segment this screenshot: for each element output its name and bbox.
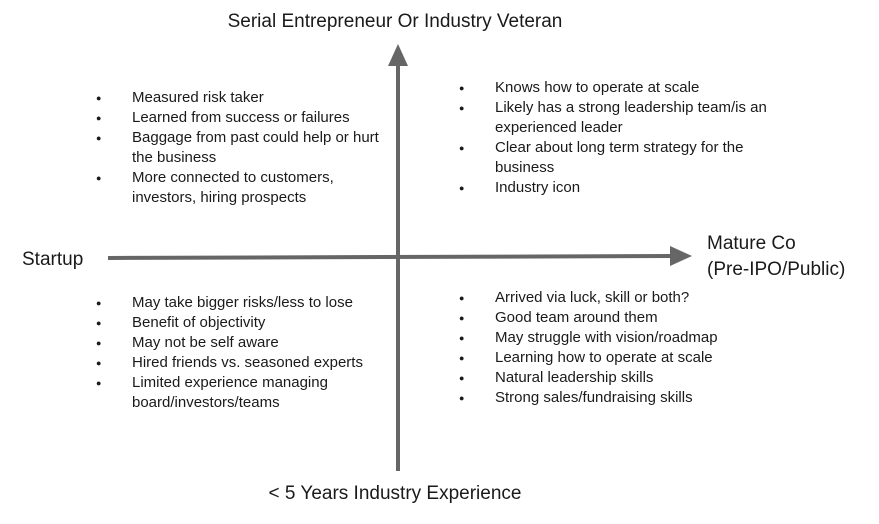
list-item: Baggage from past could help or hurt the… (96, 128, 386, 168)
list-item: May not be self aware (96, 333, 396, 353)
left-axis-label: Startup (22, 249, 84, 270)
list-item: Learning how to operate at scale (459, 348, 779, 368)
right-axis-label-line1: Mature Co (707, 233, 796, 254)
top-right-quadrant-list: Knows how to operate at scale Likely has… (459, 78, 779, 198)
list-item: Strong sales/fundraising skills (459, 388, 779, 408)
list-item: More connected to customers, investors, … (96, 168, 386, 208)
list-item: Learned from success or failures (96, 108, 386, 128)
bottom-right-quadrant-list: Arrived via luck, skill or both? Good te… (459, 288, 779, 408)
vertical-axis-arrowhead (388, 44, 408, 66)
list-item: Hired friends vs. seasoned experts (96, 353, 396, 373)
list-item: Knows how to operate at scale (459, 78, 779, 98)
right-axis-label: Mature Co (Pre-IPO/Public) (707, 231, 845, 283)
list-item: Measured risk taker (96, 88, 386, 108)
horizontal-axis-line (107, 254, 673, 260)
top-left-quadrant-list: Measured risk taker Learned from success… (96, 88, 386, 208)
bottom-left-quadrant-list: May take bigger risks/less to lose Benef… (96, 293, 396, 413)
list-item: May take bigger risks/less to lose (96, 293, 396, 313)
right-axis-label-line2: (Pre-IPO/Public) (707, 259, 846, 280)
list-item: Arrived via luck, skill or both? (459, 288, 779, 308)
list-item: Likely has a strong leadership team/is a… (459, 98, 779, 138)
list-item: May struggle with vision/roadmap (459, 328, 779, 348)
list-item: Limited experience managing board/invest… (96, 373, 396, 413)
bottom-axis-label: < 5 Years Industry Experience (268, 483, 522, 504)
list-item: Industry icon (459, 178, 779, 198)
horizontal-axis-arrowhead (670, 246, 692, 266)
list-item: Natural leadership skills (459, 368, 779, 388)
list-item: Good team around them (459, 308, 779, 328)
top-axis-label: Serial Entrepreneur Or Industry Veteran (227, 11, 563, 32)
list-item: Clear about long term strategy for the b… (459, 138, 779, 178)
list-item: Benefit of objectivity (96, 313, 396, 333)
